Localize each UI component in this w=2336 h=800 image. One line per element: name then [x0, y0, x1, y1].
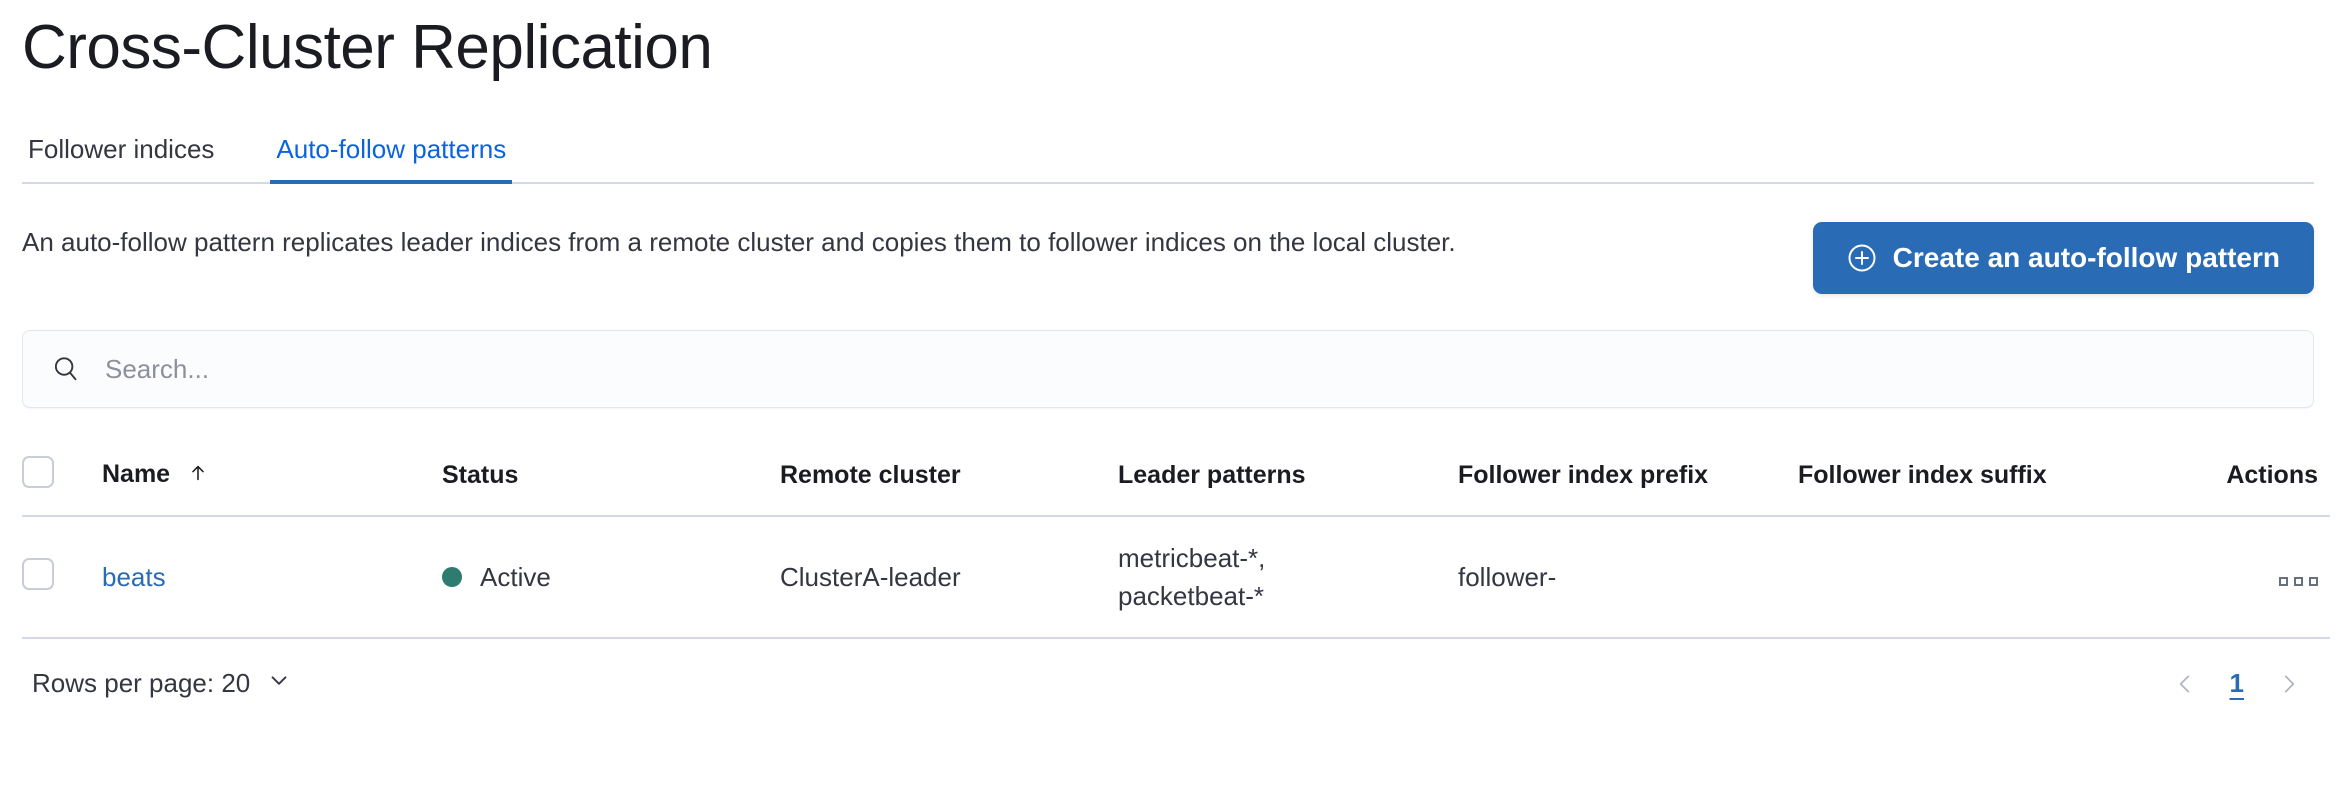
- table-footer: Rows per page: 20 1: [22, 667, 2314, 700]
- intro-description: An auto-follow pattern replicates leader…: [22, 227, 1456, 257]
- intro-section: An auto-follow pattern replicates leader…: [22, 220, 2314, 294]
- tab-auto-follow-patterns[interactable]: Auto-follow patterns: [270, 134, 513, 184]
- create-auto-follow-pattern-button[interactable]: Create an auto-follow pattern: [1812, 222, 2314, 294]
- auto-follow-pattern-link[interactable]: beats: [102, 561, 166, 592]
- cell-status: Active: [442, 516, 780, 639]
- status-badge: Active: [480, 561, 551, 592]
- pagination: 1: [2172, 668, 2302, 699]
- page-title: Cross-Cluster Replication: [22, 13, 713, 82]
- create-auto-follow-pattern-button-label: Create an auto-follow pattern: [1892, 242, 2280, 273]
- search-bar[interactable]: [22, 330, 2314, 408]
- search-icon: [51, 354, 81, 384]
- column-header-follower-index-prefix[interactable]: Follower index prefix: [1458, 438, 1798, 517]
- column-header-leader-patterns[interactable]: Leader patterns: [1118, 438, 1458, 517]
- ellipsis-actions-icon[interactable]: [2279, 576, 2318, 586]
- cell-remote-cluster: ClusterA-leader: [780, 516, 1118, 639]
- row-checkbox[interactable]: [22, 557, 54, 590]
- tab-follower-indices-label: Follower indices: [28, 134, 215, 164]
- pagination-page-1[interactable]: 1: [2229, 668, 2244, 698]
- select-all-header: [22, 438, 102, 517]
- search-input[interactable]: [103, 330, 2285, 408]
- rows-per-page-selector[interactable]: Rows per page: 20: [32, 667, 292, 700]
- chevron-left-icon[interactable]: [2172, 671, 2198, 697]
- tab-bar: Follower indices Auto-follow patterns: [22, 116, 2314, 184]
- rows-per-page-label: Rows per page: 20: [32, 668, 251, 698]
- table-body: beats Active ClusterA-leader metricbeat-…: [22, 516, 2330, 639]
- column-header-name[interactable]: Name: [102, 438, 442, 517]
- chevron-right-icon[interactable]: [2276, 671, 2302, 697]
- tab-auto-follow-patterns-label: Auto-follow patterns: [276, 134, 507, 164]
- row-select-cell: [22, 516, 102, 639]
- cell-actions: [2218, 516, 2330, 639]
- cell-name: beats: [102, 516, 442, 639]
- chevron-down-icon: [266, 667, 292, 700]
- status-dot-icon: [442, 567, 462, 587]
- cell-follower-index-prefix: follower-: [1458, 516, 1798, 639]
- column-header-follower-index-suffix[interactable]: Follower index suffix: [1798, 438, 2218, 517]
- column-header-status[interactable]: Status: [442, 438, 780, 517]
- tab-follower-indices[interactable]: Follower indices: [22, 134, 220, 182]
- table-header-row: Name Status Remote cluster Leader patter…: [22, 438, 2330, 517]
- column-header-actions: Actions: [2218, 438, 2330, 517]
- table-row: beats Active ClusterA-leader metricbeat-…: [22, 516, 2330, 639]
- column-header-name-label: Name: [102, 460, 171, 488]
- cell-follower-index-suffix: [1798, 516, 2218, 639]
- table-header: Name Status Remote cluster Leader patter…: [22, 438, 2330, 517]
- plus-in-circle-icon: [1847, 243, 1877, 273]
- auto-follow-patterns-table: Name Status Remote cluster Leader patter…: [22, 438, 2330, 639]
- select-all-checkbox[interactable]: [22, 456, 54, 488]
- arrow-up-icon: [187, 462, 209, 491]
- cell-leader-patterns: metricbeat-*, packetbeat-*: [1118, 516, 1458, 639]
- column-header-remote-cluster[interactable]: Remote cluster: [780, 438, 1118, 517]
